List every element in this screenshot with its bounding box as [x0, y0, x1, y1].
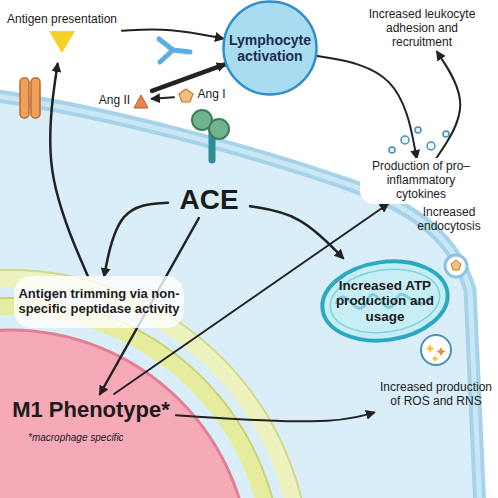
process-note: Antigen trimming via non-specific peptid… [14, 276, 184, 328]
er-inner [0, 298, 282, 498]
mhc-receptor [20, 78, 29, 118]
cytokine-particle [389, 147, 395, 153]
node-text: Increased ATP production and usage [329, 278, 441, 325]
enzyme-label: ACE [168, 182, 250, 218]
er-outer [0, 270, 310, 498]
arrow-connector [50, 64, 88, 276]
mitochondrion-node: Increased ATP production and usage [318, 258, 452, 344]
mitochondrion-inner [326, 263, 444, 340]
ros-particle [431, 355, 438, 362]
er-gap [0, 315, 265, 498]
node-text: Increased production of ROS and RNS [374, 381, 498, 409]
antibody-receptor [159, 39, 190, 62]
node-text: Antigen trimming via non-specific peptid… [18, 287, 180, 317]
outcome-note: Increased leukocyte adhesion and recruit… [352, 6, 492, 52]
arrow-connector [104, 203, 168, 276]
node-text: Increased leukocyte adhesion and recruit… [361, 8, 483, 49]
angiotensin-pentagon [179, 89, 193, 102]
cytokine-particle [443, 131, 449, 137]
ace-domain [209, 119, 229, 139]
arrow-connector [250, 206, 343, 258]
node-text: ACE [179, 184, 238, 216]
angiotensin-symbol [133, 94, 149, 109]
arrow-connector [436, 52, 460, 158]
cell-membrane [0, 95, 480, 498]
cytokine-particle [427, 142, 435, 150]
arrow-connector [317, 56, 416, 158]
node-text: Increased endocytosis [406, 206, 492, 234]
arrow-connector [176, 413, 374, 422]
endocytic-vesicle [445, 255, 467, 277]
nucleus [0, 330, 250, 498]
antigen-node: Antigen presentation [2, 4, 122, 64]
arrow-connector [152, 97, 174, 99]
angiotensin-symbol [178, 88, 194, 103]
antigen-symbol [47, 29, 77, 55]
cargo-peptide [451, 260, 461, 270]
arrow-connector [122, 30, 223, 39]
ros-vesicle [421, 335, 451, 365]
phenotype-label: M1 Phenotype* [6, 394, 176, 426]
ros-particle [426, 344, 435, 353]
mitochondrion-membrane [317, 254, 453, 349]
cell-membrane-core [0, 95, 480, 498]
cytokine-particle [415, 127, 421, 133]
node-text: M1 Phenotype* [12, 397, 170, 422]
node-text: Ang I [197, 88, 225, 102]
cytokine-box: Production of pro–inflammatory cytokines [360, 158, 482, 204]
peptide-node: Ang I [174, 84, 230, 106]
footnote-label: *macrophage specific [28, 432, 158, 444]
cytokine-particle [401, 136, 409, 144]
outcome-note: Increased production of ROS and RNS [374, 372, 498, 418]
ros-particle [437, 347, 446, 356]
arrow-connector [152, 64, 225, 90]
activation-circle: Lymphocyte activation [222, 0, 318, 96]
node-text: Production of pro–inflammatory cytokines [369, 160, 473, 201]
node-text: Lymphocyte activation [226, 32, 314, 64]
node-text: Ang II [99, 94, 130, 108]
node-text: Antigen presentation [7, 13, 117, 27]
antigen-triangle [49, 31, 75, 53]
outcome-note: Increased endocytosis [404, 204, 494, 236]
lymphocyte-cell [224, 2, 317, 95]
mhc-receptor [31, 78, 40, 118]
angiotensin-triangle [134, 95, 148, 108]
peptide-node: Ang II [96, 90, 152, 112]
